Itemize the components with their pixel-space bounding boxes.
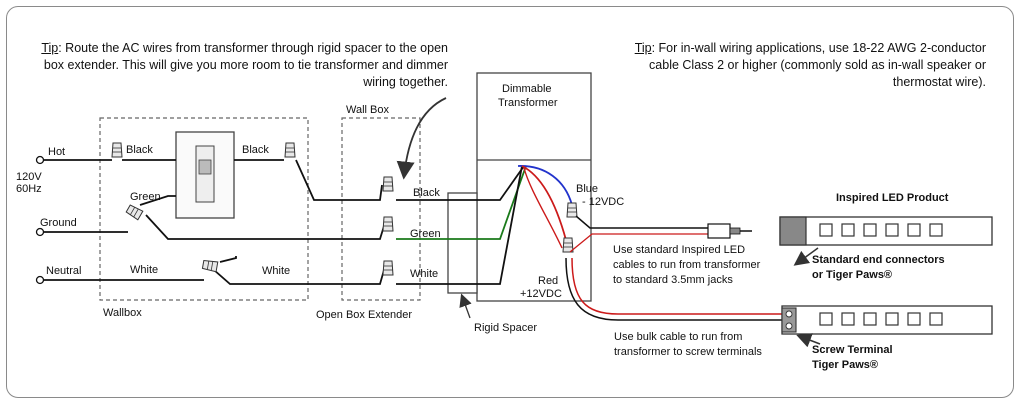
tip-label: Tip xyxy=(634,41,652,55)
label-blue-voltage: - 12VDC xyxy=(582,196,624,208)
label-blue: Blue xyxy=(576,183,598,195)
led-chip xyxy=(929,312,943,326)
note-bulk-1: Use bulk cable to run from xyxy=(614,331,742,343)
led-chip xyxy=(907,223,921,237)
label-end-connectors-1: Standard end connectors xyxy=(812,254,945,266)
label-green-1: Green xyxy=(130,191,161,203)
wire-nut-hot xyxy=(111,142,123,158)
dimmer-knob xyxy=(198,159,212,175)
note-cable-1: Use standard Inspired LED xyxy=(613,244,745,256)
label-hot: Hot xyxy=(48,146,65,158)
tip-ac-wiring: Tip: Route the AC wires from transformer… xyxy=(18,40,448,91)
label-white-1: White xyxy=(130,264,158,276)
label-rigid-spacer: Rigid Spacer xyxy=(474,322,537,334)
tip-in-wall-wiring: Tip: For in-wall wiring applications, us… xyxy=(610,40,986,91)
rigid-spacer xyxy=(447,192,478,294)
led-chip xyxy=(863,312,877,326)
label-wall-box: Wall Box xyxy=(346,104,389,116)
led-chip xyxy=(841,312,855,326)
led-chip xyxy=(819,223,833,237)
wire-nut-black-ext xyxy=(382,176,394,192)
note-bulk-2: transformer to screw terminals xyxy=(614,346,762,358)
label-screw-terminal-2: Tiger Paws® xyxy=(812,359,878,371)
note-cable-2: cables to run from transformer xyxy=(613,259,761,271)
tip-label: Tip xyxy=(41,41,59,55)
label-black-3: Black xyxy=(413,187,440,199)
jack-plug xyxy=(707,223,731,239)
label-transformer-2: Transformer xyxy=(498,97,558,109)
wire-nut-ground xyxy=(125,203,144,221)
led-chip xyxy=(929,223,943,237)
led-chip xyxy=(863,223,877,237)
label-voltage: 120V xyxy=(16,171,42,183)
label-frequency: 60Hz xyxy=(16,183,42,195)
label-white-3: White xyxy=(410,268,438,280)
led-chip xyxy=(907,312,921,326)
label-transformer-1: Dimmable xyxy=(502,83,552,95)
label-open-box-extender: Open Box Extender xyxy=(316,309,412,321)
product-title: Inspired LED Product xyxy=(836,192,949,204)
wire-nut-green-ext xyxy=(382,216,394,232)
label-red: Red xyxy=(538,275,558,287)
led-chip xyxy=(841,223,855,237)
note-cable-3: to standard 3.5mm jacks xyxy=(613,274,733,286)
led-strip-top xyxy=(779,216,993,246)
wire-nut-neutral xyxy=(201,259,219,273)
arrow-end-connector xyxy=(793,247,819,266)
label-white-2: White xyxy=(262,265,290,277)
label-green-2: Green xyxy=(410,228,441,240)
label-end-connectors-2: or Tiger Paws® xyxy=(812,269,892,281)
arrow-screw-terminal xyxy=(796,333,821,348)
end-connector xyxy=(779,216,807,246)
tip-text: : Route the AC wires from transformer th… xyxy=(43,41,448,89)
label-wallbox: Wallbox xyxy=(103,307,142,319)
label-black-2: Black xyxy=(242,144,269,156)
arrow-rigid-spacer xyxy=(459,293,472,319)
label-black-1: Black xyxy=(126,144,153,156)
wire-nut-red xyxy=(562,237,574,253)
wire-nut-blue xyxy=(566,202,578,218)
label-neutral: Neutral xyxy=(46,265,81,277)
screw-terminal xyxy=(781,307,797,333)
wire-nut-white-ext xyxy=(382,260,394,276)
tip-text: : For in-wall wiring applications, use 1… xyxy=(649,41,986,89)
led-chip xyxy=(885,223,899,237)
label-screw-terminal-1: Screw Terminal xyxy=(812,344,893,356)
tip-arrow xyxy=(396,97,447,180)
led-strip-bottom xyxy=(781,305,993,335)
led-chip xyxy=(819,312,833,326)
label-red-voltage: +12VDC xyxy=(520,288,562,300)
wire-nut-black xyxy=(284,142,296,158)
label-ground: Ground xyxy=(40,217,77,229)
wallbox-outline xyxy=(99,117,309,301)
led-chip xyxy=(885,312,899,326)
open-box-extender-outline xyxy=(341,117,421,301)
